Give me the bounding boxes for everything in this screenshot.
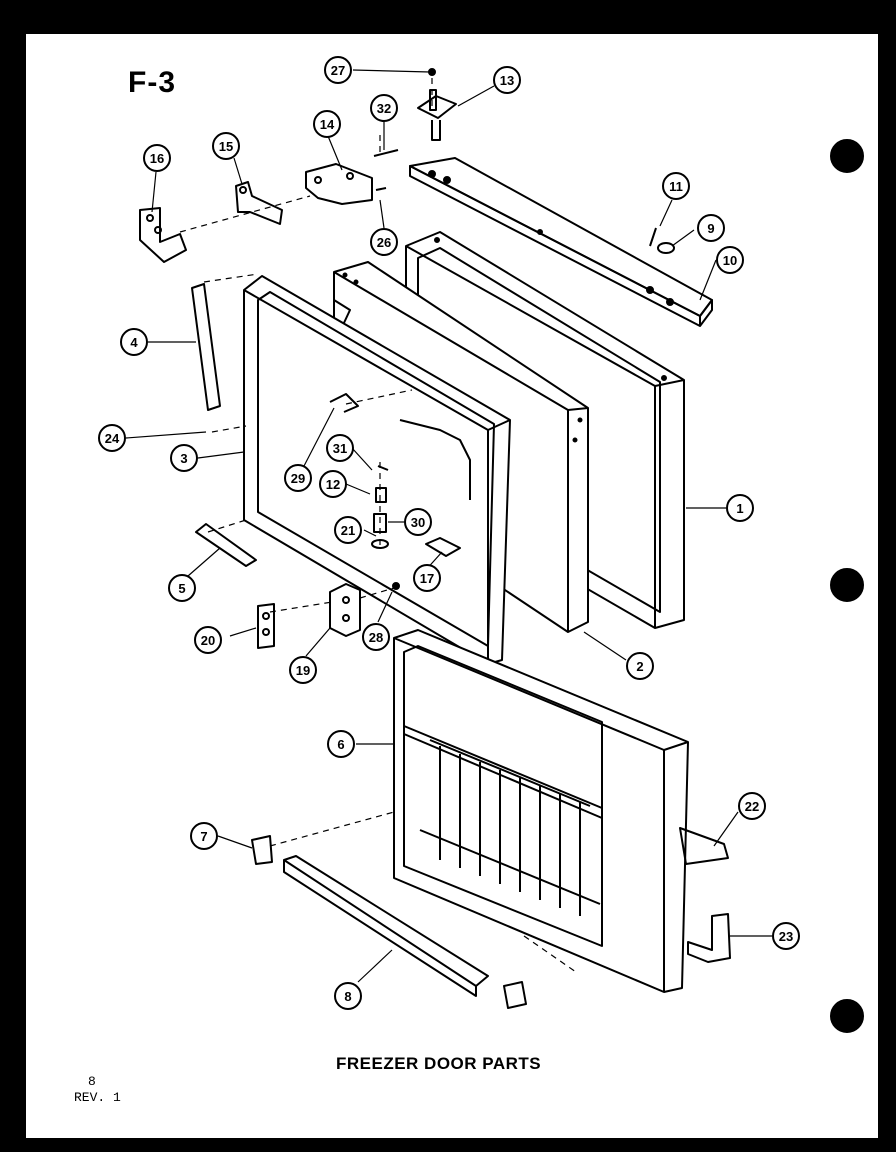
hole-punch-top <box>830 139 864 173</box>
part-22-side-trim <box>679 827 729 865</box>
callout-label-19: 19 <box>296 663 310 678</box>
callout-label-9: 9 <box>707 221 714 236</box>
callout-circle-3 <box>170 444 198 472</box>
callout-label-7: 7 <box>200 829 207 844</box>
callout-circle-5 <box>168 574 196 602</box>
part-9-cap <box>657 242 675 254</box>
callout-label-31: 31 <box>333 441 347 456</box>
callout-circle-2 <box>626 652 654 680</box>
callout-circle-30 <box>404 508 432 536</box>
callout-label-8: 8 <box>344 989 351 1004</box>
part-4-side-strip <box>191 283 221 411</box>
part-13-top-pivot <box>417 68 457 141</box>
part-6-door-panel <box>393 629 689 993</box>
callout-circle-17 <box>413 564 441 592</box>
callout-label-11: 11 <box>669 179 683 194</box>
parts-upper-hinge <box>139 149 399 263</box>
callout-label-26: 26 <box>377 235 391 250</box>
callout-circle-15 <box>212 132 240 160</box>
callout-circle-16 <box>143 144 171 172</box>
callout-circle-22 <box>738 792 766 820</box>
callout-circle-20 <box>194 626 222 654</box>
part-10-top-channel <box>409 157 713 327</box>
callout-bubbles <box>98 56 800 1010</box>
callout-label-30: 30 <box>411 515 425 530</box>
callout-label-20: 20 <box>201 633 215 648</box>
callout-circle-4 <box>120 328 148 356</box>
callout-circle-27 <box>324 56 352 84</box>
callout-circle-26 <box>370 228 398 256</box>
callout-circle-28 <box>362 623 390 651</box>
callout-label-28: 28 <box>369 630 383 645</box>
callout-labels: 27 13 32 14 15 16 11 9 10 26 4 24 3 29 3… <box>105 63 793 1004</box>
callout-circle-1 <box>726 494 754 522</box>
callout-label-4: 4 <box>130 335 138 350</box>
callout-label-17: 17 <box>420 571 434 586</box>
callout-label-15: 15 <box>219 139 233 154</box>
callout-circle-11 <box>662 172 690 200</box>
callout-label-5: 5 <box>178 581 185 596</box>
part-8-bottom-rail <box>283 855 527 1009</box>
leader-lines <box>125 69 772 983</box>
callout-circle-19 <box>289 656 317 684</box>
drawing-caption: FREEZER DOOR PARTS <box>336 1054 542 1073</box>
callout-circle-21 <box>334 516 362 544</box>
callout-circle-7 <box>190 822 218 850</box>
callout-label-24: 24 <box>105 431 120 446</box>
callout-circle-24 <box>98 424 126 452</box>
callout-label-23: 23 <box>779 929 793 944</box>
callout-circle-6 <box>327 730 355 758</box>
callout-circle-23 <box>772 922 800 950</box>
callout-circle-13 <box>493 66 521 94</box>
callout-label-27: 27 <box>331 63 345 78</box>
callout-circle-12 <box>319 470 347 498</box>
callout-label-3: 3 <box>180 451 187 466</box>
callout-circle-10 <box>716 246 744 274</box>
revision-label: REV. 1 <box>74 1090 121 1105</box>
hole-punch-bottom <box>830 999 864 1033</box>
callout-label-12: 12 <box>326 477 340 492</box>
callout-label-29: 29 <box>291 471 305 486</box>
callout-label-13: 13 <box>500 73 514 88</box>
callout-label-32: 32 <box>377 101 391 116</box>
callout-circle-32 <box>370 94 398 122</box>
page-number: 8 <box>88 1074 96 1089</box>
callout-label-6: 6 <box>337 737 344 752</box>
part-5-bottom-strip <box>195 523 257 567</box>
callout-label-21: 21 <box>341 523 355 538</box>
part-11-screw <box>649 227 657 247</box>
callout-circle-29 <box>284 464 312 492</box>
callout-circle-14 <box>313 110 341 138</box>
callout-label-2: 2 <box>636 659 643 674</box>
callout-label-10: 10 <box>723 253 737 268</box>
part-7-hinge-clip <box>251 835 273 865</box>
callout-label-1: 1 <box>736 501 743 516</box>
part-3-door-frame <box>243 275 511 665</box>
callout-label-22: 22 <box>745 799 759 814</box>
sheet-id: F-3 <box>128 66 176 99</box>
alignment-dashes <box>179 76 577 973</box>
callout-circle-31 <box>326 434 354 462</box>
callout-label-16: 16 <box>150 151 164 166</box>
part-23-corner-bracket <box>687 913 731 963</box>
callout-circle-9 <box>697 214 725 242</box>
hole-punch-middle <box>830 568 864 602</box>
callout-label-14: 14 <box>320 117 335 132</box>
callout-circle-8 <box>334 982 362 1010</box>
